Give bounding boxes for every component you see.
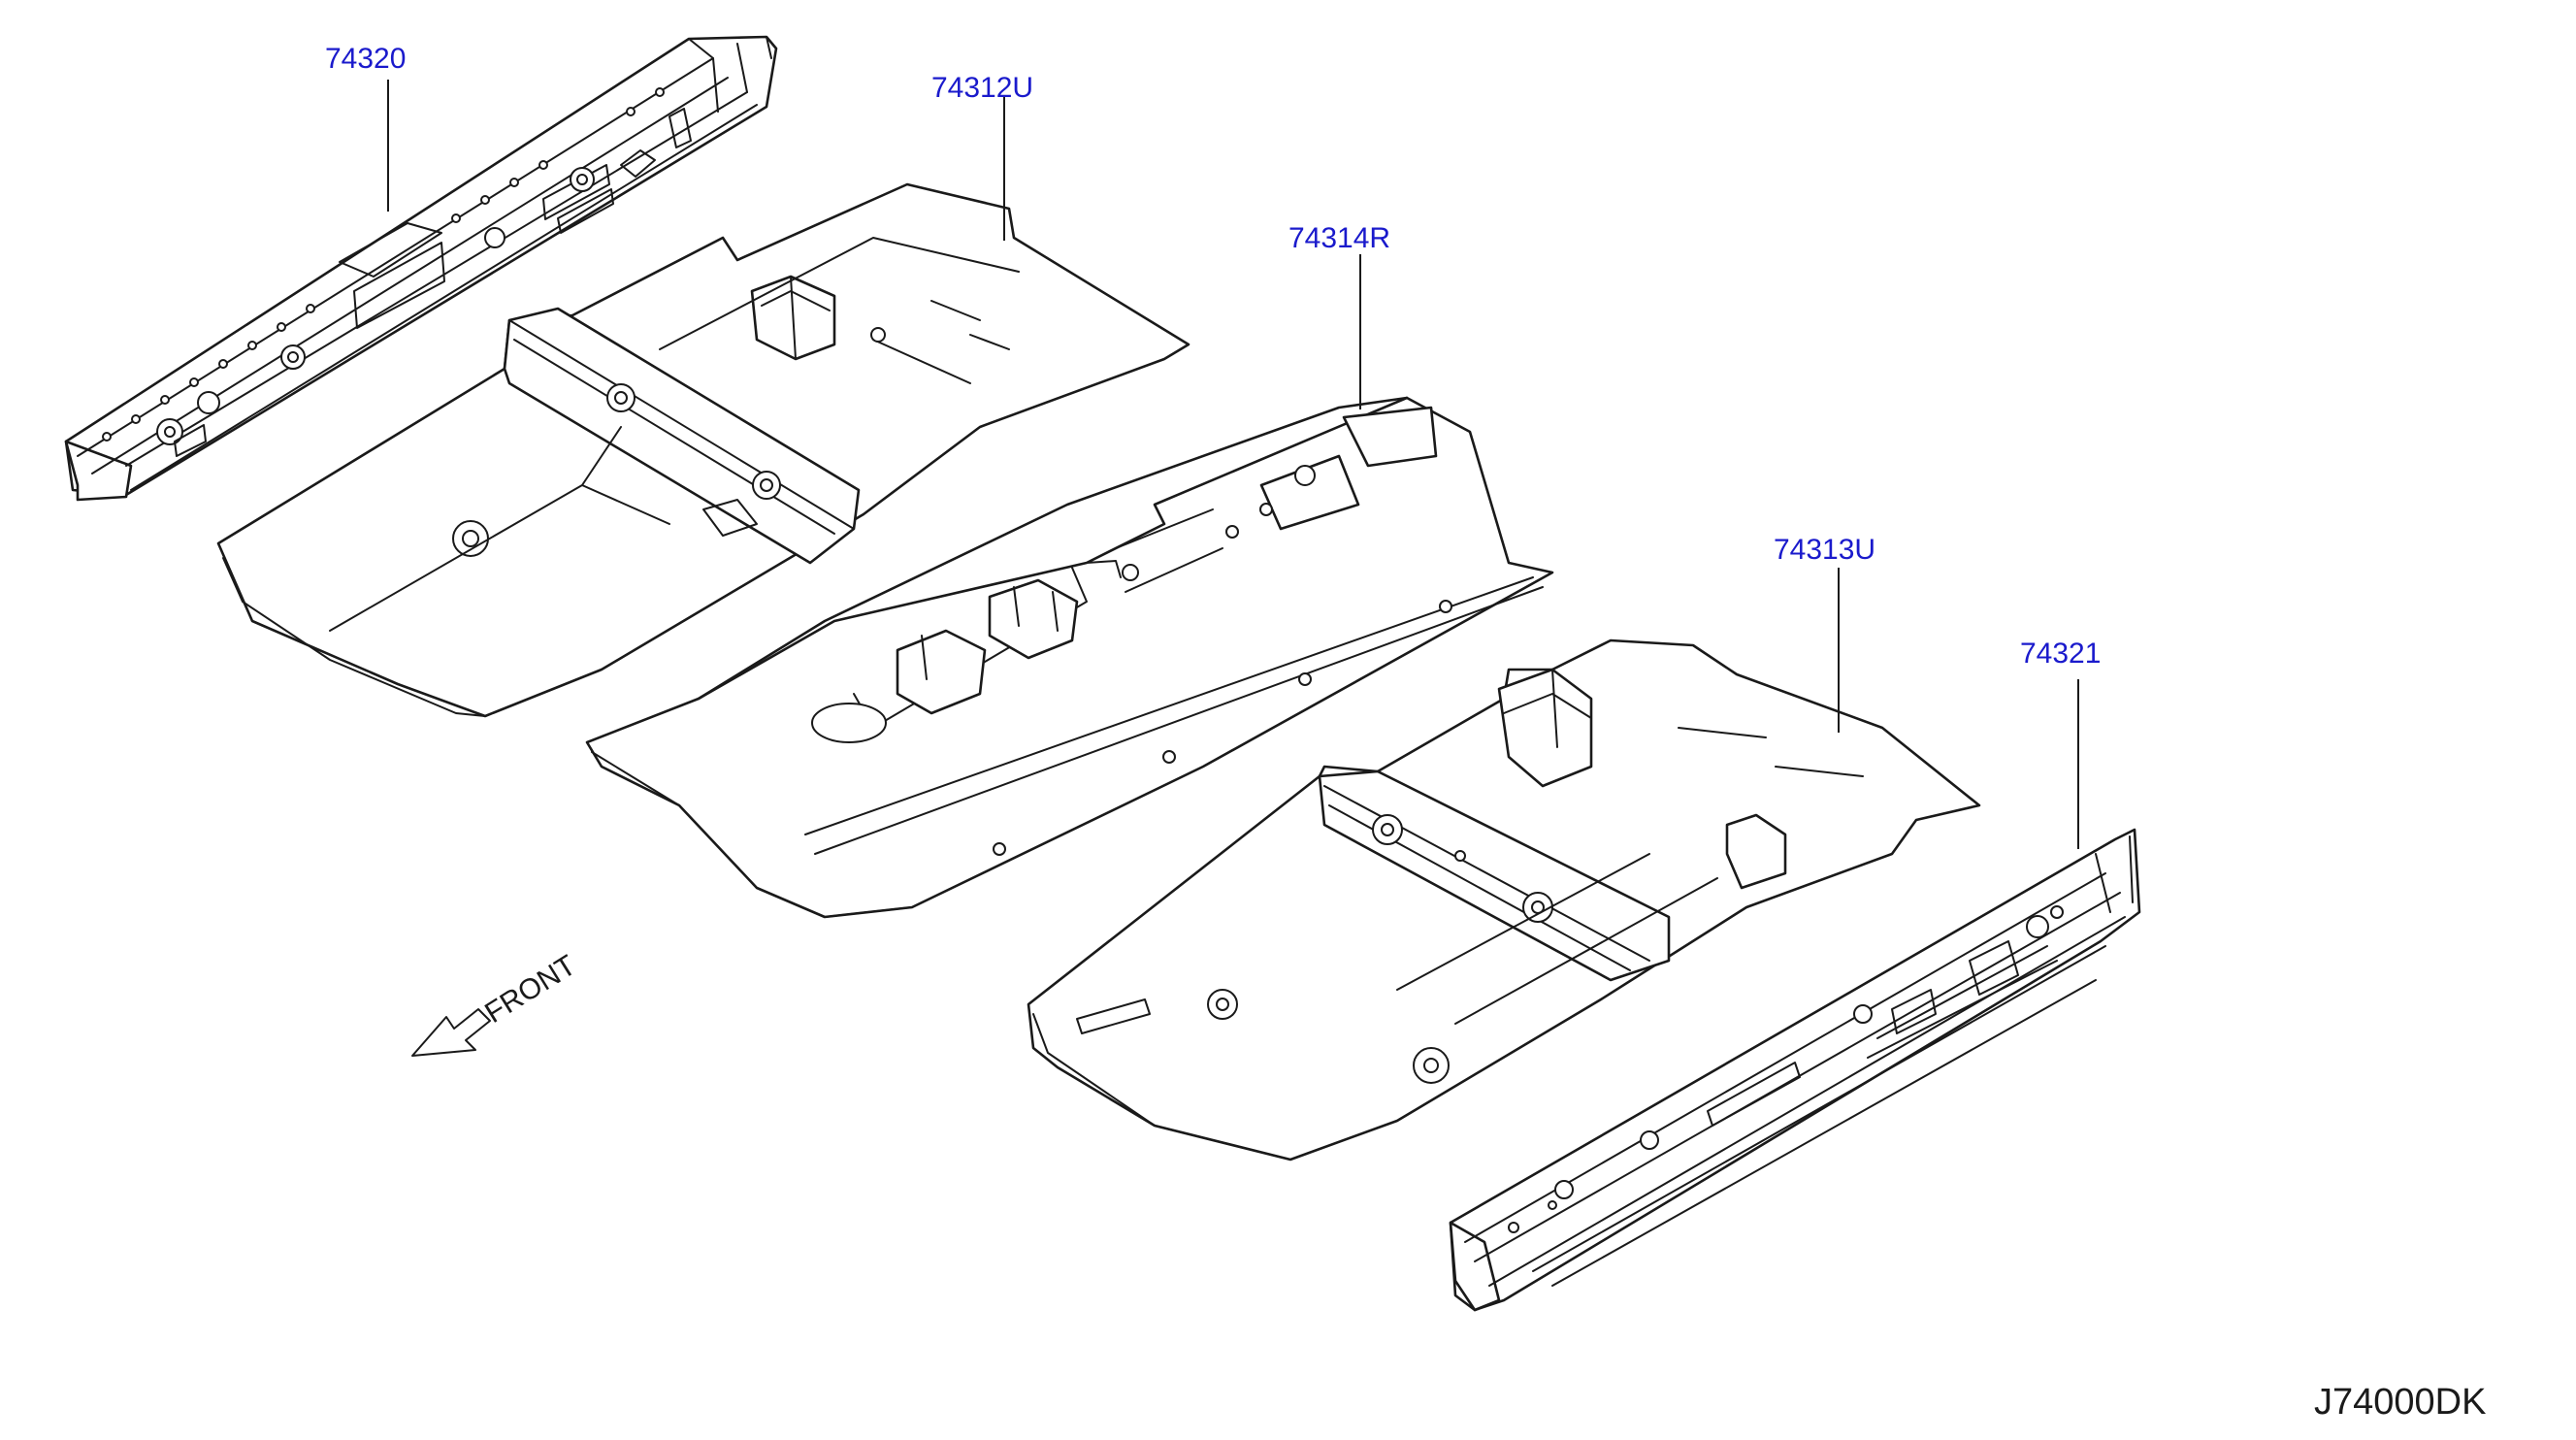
- callout-74314R[interactable]: 74314R: [1288, 222, 1390, 254]
- callout-74312U[interactable]: 74312U: [931, 72, 1033, 104]
- leader-lines: [387, 80, 2079, 849]
- front-floor-panel-drawing[interactable]: [216, 182, 1190, 718]
- front-direction-indicator: FRONT: [411, 949, 581, 1057]
- front-arrow-icon: [411, 1008, 491, 1057]
- callout-74313U[interactable]: 74313U: [1774, 534, 1875, 566]
- front-label: FRONT: [479, 949, 581, 1030]
- rear-floor-panel-drawing[interactable]: [585, 396, 1554, 919]
- diagram-code: J74000DK: [2314, 1382, 2486, 1423]
- side-rail-left-drawing[interactable]: [64, 35, 778, 502]
- side-rail-right-drawing[interactable]: [1449, 828, 2141, 1312]
- callout-74321[interactable]: 74321: [2020, 638, 2101, 670]
- callout-74320[interactable]: 74320: [325, 43, 406, 75]
- front-floor-panel-right-drawing[interactable]: [1027, 638, 1981, 1162]
